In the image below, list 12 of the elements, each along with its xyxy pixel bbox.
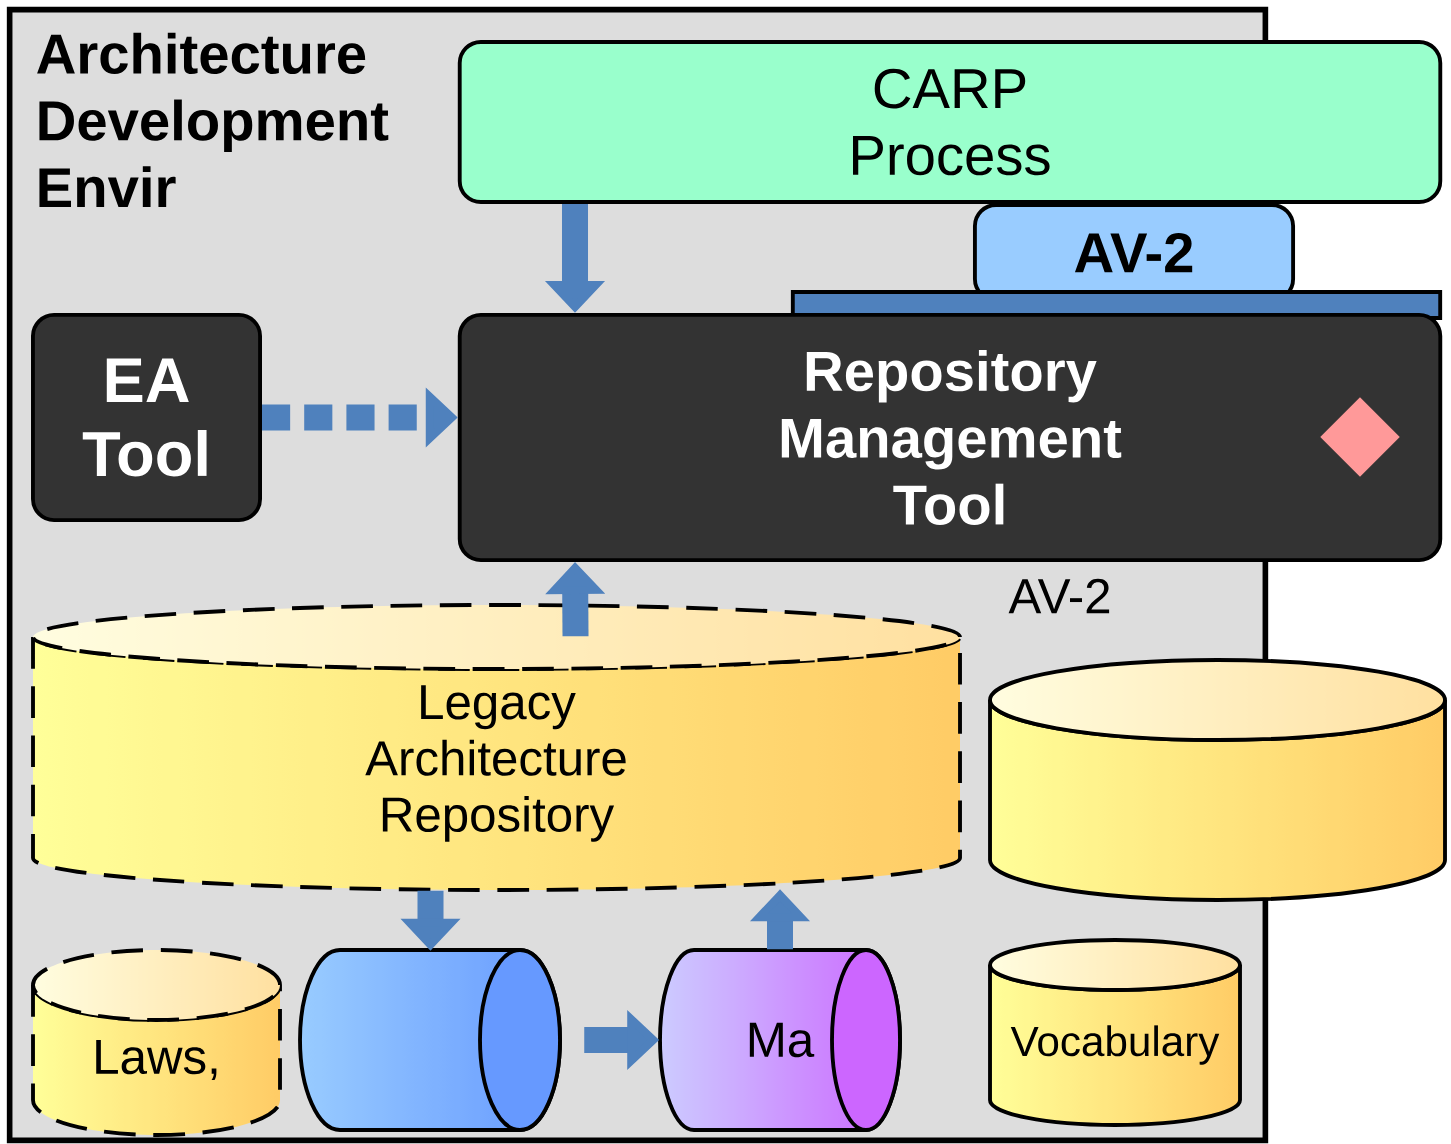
database-cylinder: Laws, [31, 948, 282, 1137]
process-box: CARP Process [457, 40, 1443, 204]
database-cylinder [298, 948, 562, 1132]
database-cylinder [988, 658, 1447, 902]
database-cylinder: Legacy Architecture Repository [31, 603, 962, 892]
database-cylinder: Ma [658, 948, 902, 1132]
tool-box: Repository Management Tool [457, 313, 1443, 562]
tool-box: EA Tool [31, 313, 262, 522]
panel-title: Architecture Development Envir [37, 32, 389, 208]
diamond [1320, 397, 1400, 477]
database-cylinder: Vocabulary [988, 938, 1242, 1127]
text-label: AV-2 [1008, 578, 1110, 614]
